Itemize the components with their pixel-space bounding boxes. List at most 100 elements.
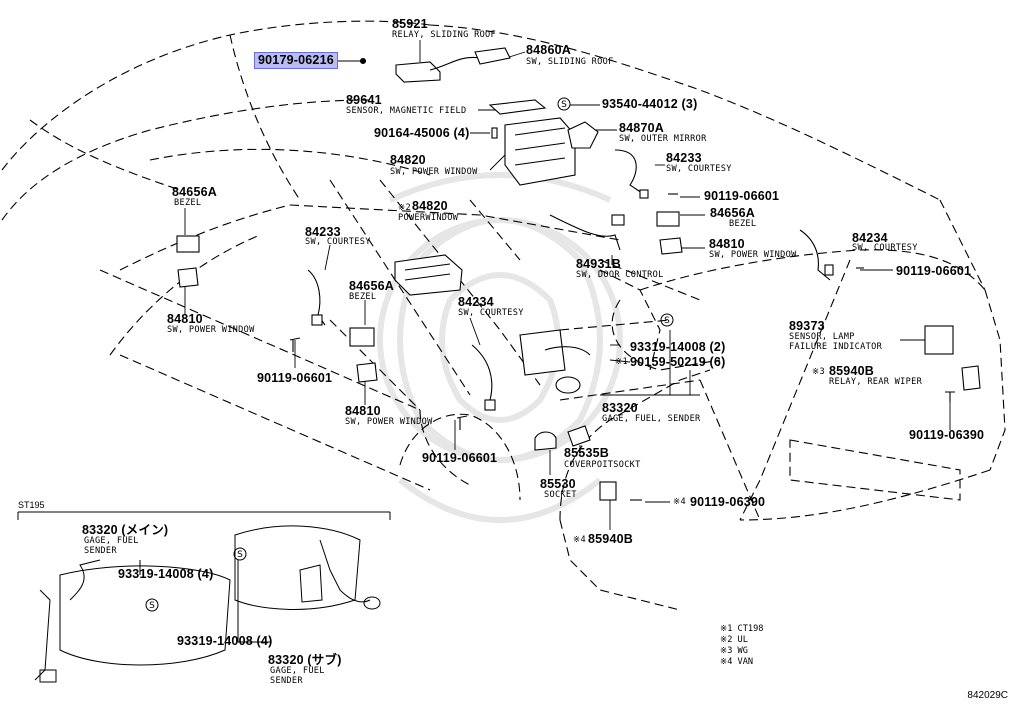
svg-text:S: S [149,601,155,611]
callout-83320-main-desc: GAGE, FUEL [84,536,139,546]
callout-84870A-number[interactable]: 84870A [619,121,664,135]
callout-84931B-number[interactable]: 84931B [576,257,621,271]
callout-84234-right-number[interactable]: 84234 [852,231,888,245]
callout-83320-main-number[interactable]: 83320 (メイン) [82,523,169,537]
fuel-sender-main-icon [519,329,566,376]
lamp-failure-sensor-icon [924,325,954,355]
callout-85530-desc: SOCKET [544,490,577,500]
s-marker-3: S [233,547,247,564]
callout-89373-desc: SENSOR, LAMP [789,332,855,342]
callout-90119-06601-upper-number[interactable]: 90119-06601 [704,189,780,203]
callout-84931B-desc: SW, DOOR CONTROL [576,270,664,280]
callout-84820-ul-mark: ※2 [398,203,411,213]
callout-90119-06390-van-number[interactable]: 90119-06390 [690,495,766,509]
callout-93319-14008-4b-number[interactable]: 93319-14008 (4) [177,634,273,648]
sliding-roof-relay-icon [395,61,441,83]
socket-icon [534,431,557,451]
s-marker: S [557,97,571,114]
s-marker-4: S [145,598,159,615]
callout-84656A-right-number[interactable]: 84656A [710,206,755,220]
callout-84870A-desc: SW, OUTER MIRROR [619,134,707,144]
socket-cover-icon [567,425,591,447]
power-window-switch-left-icon [177,267,199,288]
outer-mirror-switch-icon [567,121,599,149]
callout-89641-number[interactable]: 89641 [346,93,382,107]
callout-84234-center-number[interactable]: 84234 [458,295,494,309]
callout-90159-mark: ※1 [615,357,628,367]
note-4: ※4 VAN [720,657,754,667]
callout-84810-right-desc: SW, POWER WINDOW [709,250,797,260]
callout-84233-left-number[interactable]: 84233 [305,225,341,239]
callout-90119-06601-left-number[interactable]: 90119-06601 [257,371,333,385]
callout-90119-06390-right-number[interactable]: 90119-06390 [909,428,985,442]
svg-text:S: S [561,100,567,110]
svg-text:S: S [664,316,670,326]
callout-83320-sub-desc2: SENDER [270,676,303,686]
callout-84820-desc: SW, POWER WINDOW [390,167,478,177]
car-body-outline [1,20,1006,611]
callout-85535B-number[interactable]: 85535B [564,446,609,460]
callout-83320-sub-number[interactable]: 83320 (サブ) [268,653,342,667]
callout-90119-06390-van-mark: ※4 [673,497,686,507]
callout-84820-number[interactable]: 84820 [390,153,426,167]
note-3: ※3 WG [720,646,748,656]
svg-text:S: S [237,550,243,560]
callout-83320-sub-desc: GAGE, FUEL [270,666,325,676]
callout-84656A-right-desc: BEZEL [729,219,757,229]
callout-90179-06216-number[interactable]: 90179-06216 [254,52,338,69]
callout-85530-number[interactable]: 85530 [540,477,576,491]
callout-84810-left-number[interactable]: 84810 [167,312,203,326]
callout-84860A-number[interactable]: 84860A [526,43,571,57]
inset-frame [17,511,391,683]
callout-85921-number[interactable]: 85921 [392,17,428,31]
callout-84233-right-number[interactable]: 84233 [666,151,702,165]
power-window-ul-icon [394,254,463,296]
callout-83320-main-desc2: SENDER [84,546,117,556]
callout-83320-number[interactable]: 83320 [602,401,638,415]
power-window-master-switch-icon [504,117,576,186]
callout-90119-06601-lower-number[interactable]: 90119-06601 [422,451,498,465]
callout-85921-desc: RELAY, SLIDING ROOF [392,30,497,40]
callout-83320-desc: GAGE, FUEL, SENDER [602,414,701,424]
callout-85940B-relay-desc: RELAY, REAR WIPER [829,377,923,387]
door-control-switch-icon [549,214,621,251]
power-window-switch-center-icon [356,362,378,383]
callout-84860A-desc: SW, SLIDING ROOF [526,57,614,67]
callout-89373-number[interactable]: 89373 [789,319,825,333]
callout-84810-right-number[interactable]: 84810 [709,237,745,251]
s-marker-2: S [660,313,674,330]
power-window-switch-right-icon [659,237,683,255]
callout-84233-right-desc: SW, COURTESY [666,164,732,174]
variant-notes: ※1 CT198 ※2 UL ※3 WG ※4 VAN [720,624,763,668]
sliding-roof-switch-icon [474,47,511,65]
part-shapes [176,47,981,501]
callout-90164-45006-number[interactable]: 90164-45006 (4) [374,126,470,140]
callout-84820-ul-number[interactable]: 84820 [412,199,448,213]
callout-85535B-desc: COVERPOITSOCKT [564,460,641,470]
callout-89373-desc2: FAILURE INDICATOR [789,342,883,352]
callout-90119-06601-right-number[interactable]: 90119-06601 [896,264,972,278]
callout-84810-center-desc: SW, POWER WINDOW [345,417,433,427]
callout-93540-44012-number[interactable]: 93540-44012 (3) [602,97,698,111]
callout-93319-14008-4a-number[interactable]: 93319-14008 (4) [118,567,214,581]
callout-85940B-van-number[interactable]: 85940B [588,532,633,546]
callout-85940B-relay-number[interactable]: 85940B [829,364,874,378]
callout-84810-center-number[interactable]: 84810 [345,404,381,418]
callout-93319-14008-2-number[interactable]: 93319-14008 (2) [630,340,726,354]
inset-label: ST195 [18,500,45,510]
bezel-right-icon [656,211,680,227]
callout-90159-50219-number[interactable]: 90159-50219 (6) [630,355,726,369]
callout-84820-ul-desc: POWERWINDOW [398,213,459,223]
callout-85940B-relay-mark: ※3 [812,367,825,377]
callout-84810-left-desc: SW, POWER WINDOW [167,325,255,335]
callout-84234-right-desc: SW, COURTESY [852,243,918,253]
callout-89641-desc: SENSOR, MAGNETIC FIELD [346,106,467,116]
callout-84656A-center-desc: BEZEL [349,292,377,302]
bezel-center-icon [349,327,375,347]
callout-84234-center-desc: SW, COURTESY [458,308,524,318]
leader-lines [184,40,951,530]
callout-84656A-left-number[interactable]: 84656A [172,185,217,199]
callout-84656A-center-number[interactable]: 84656A [349,279,394,293]
